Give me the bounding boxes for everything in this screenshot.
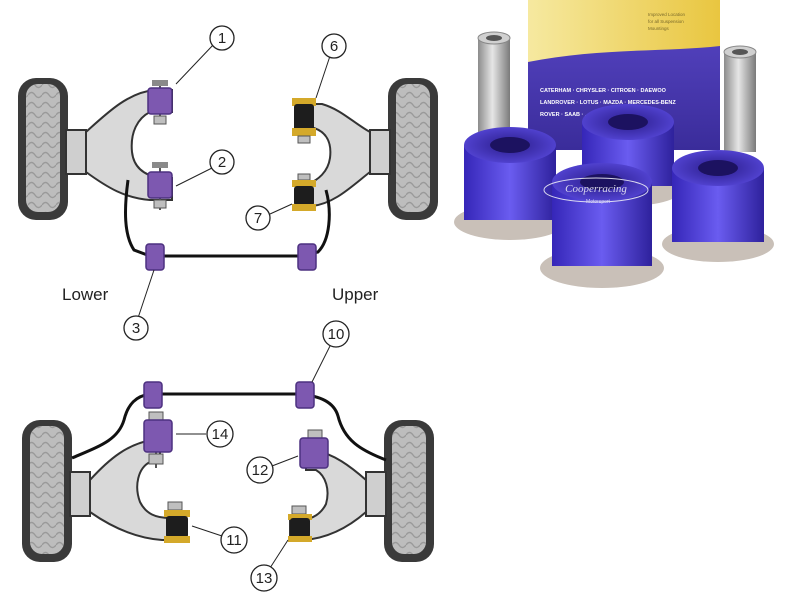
svg-text:2: 2 xyxy=(218,154,226,171)
svg-text:10: 10 xyxy=(328,326,345,343)
callout-11: 11 xyxy=(220,526,248,554)
rear-arb-left-bush xyxy=(143,381,163,409)
box-brand-line2: LANDROVER · LOTUS · MAZDA · MERCEDES-BEN… xyxy=(540,100,676,106)
front-anti-roll-bar xyxy=(124,179,331,258)
rear-left-hub xyxy=(69,471,91,517)
bush-11 xyxy=(164,501,190,543)
svg-text:14: 14 xyxy=(212,426,229,443)
callout-12: 12 xyxy=(246,456,274,484)
bush-3 xyxy=(145,243,165,271)
callout-7: 7 xyxy=(245,205,271,231)
bush-13 xyxy=(288,505,312,542)
bush-2 xyxy=(147,162,173,210)
rear-anti-roll-bar xyxy=(71,392,387,462)
bush-10 xyxy=(295,381,315,409)
callout-2: 2 xyxy=(209,149,235,175)
steel-sleeve-left xyxy=(477,31,511,138)
svg-text:12: 12 xyxy=(252,462,269,479)
poly-bush-back-right xyxy=(662,150,774,262)
bush-14 xyxy=(143,411,173,468)
front-lower-wishbone xyxy=(85,89,173,201)
callout-14: 14 xyxy=(206,420,234,448)
callout-10: 10 xyxy=(322,320,350,348)
callout-3: 3 xyxy=(123,315,149,341)
callout-1: 1 xyxy=(209,25,235,51)
callout-13: 13 xyxy=(250,564,278,592)
svg-text:11: 11 xyxy=(226,532,242,549)
front-right-tire xyxy=(388,78,438,220)
svg-text:6: 6 xyxy=(330,38,338,55)
brand-logo-watermark: Cooperracing Motorsport xyxy=(543,177,649,205)
rear-left-arm xyxy=(89,439,181,541)
front-arb-right-bush xyxy=(297,243,317,271)
bush-7 xyxy=(292,173,316,211)
svg-text:7: 7 xyxy=(254,210,262,227)
label-upper: Upper xyxy=(332,285,379,304)
svg-text:1: 1 xyxy=(218,30,226,47)
svg-text:13: 13 xyxy=(256,570,273,587)
front-suspension: 1 2 3 6 7 Lower Upper xyxy=(18,25,438,341)
svg-text:Cooperracing: Cooperracing xyxy=(565,183,627,195)
rear-right-hub xyxy=(365,471,387,517)
suspension-bush-diagram: 1 2 3 6 7 Lower Upper xyxy=(18,25,438,592)
poly-bush-front-center xyxy=(540,163,664,288)
svg-text:3: 3 xyxy=(132,320,140,337)
box-header-line2: for all Suspension xyxy=(648,19,684,24)
bush-1 xyxy=(147,80,173,125)
box-header-line3: Mountings xyxy=(648,26,670,31)
box-brand-line1: CATERHAM · CHRYSLER · CITROEN · DAEWOO xyxy=(540,88,667,94)
front-right-hub xyxy=(369,129,391,175)
label-lower: Lower xyxy=(62,285,109,304)
box-header-line1: Improved Location xyxy=(648,12,686,17)
poly-bush-back-left xyxy=(454,127,566,240)
rear-suspension: 10 11 12 13 14 xyxy=(22,320,434,592)
front-left-hub xyxy=(65,129,87,175)
front-left-tire xyxy=(18,78,68,220)
front-upper-wishbone xyxy=(295,103,371,207)
bush-6 xyxy=(292,98,316,144)
bush-12 xyxy=(299,429,329,469)
svg-text:Motorsport: Motorsport xyxy=(586,199,611,205)
product-photo: Improved Location for all Suspension Mou… xyxy=(448,0,800,300)
box-brand-line3: ROVER · SAAB · ... · TRIUMPH xyxy=(540,112,619,118)
rear-left-tire xyxy=(22,420,72,562)
steel-sleeve-right xyxy=(723,45,757,152)
callout-6: 6 xyxy=(321,33,347,59)
rear-right-tire xyxy=(384,420,434,562)
